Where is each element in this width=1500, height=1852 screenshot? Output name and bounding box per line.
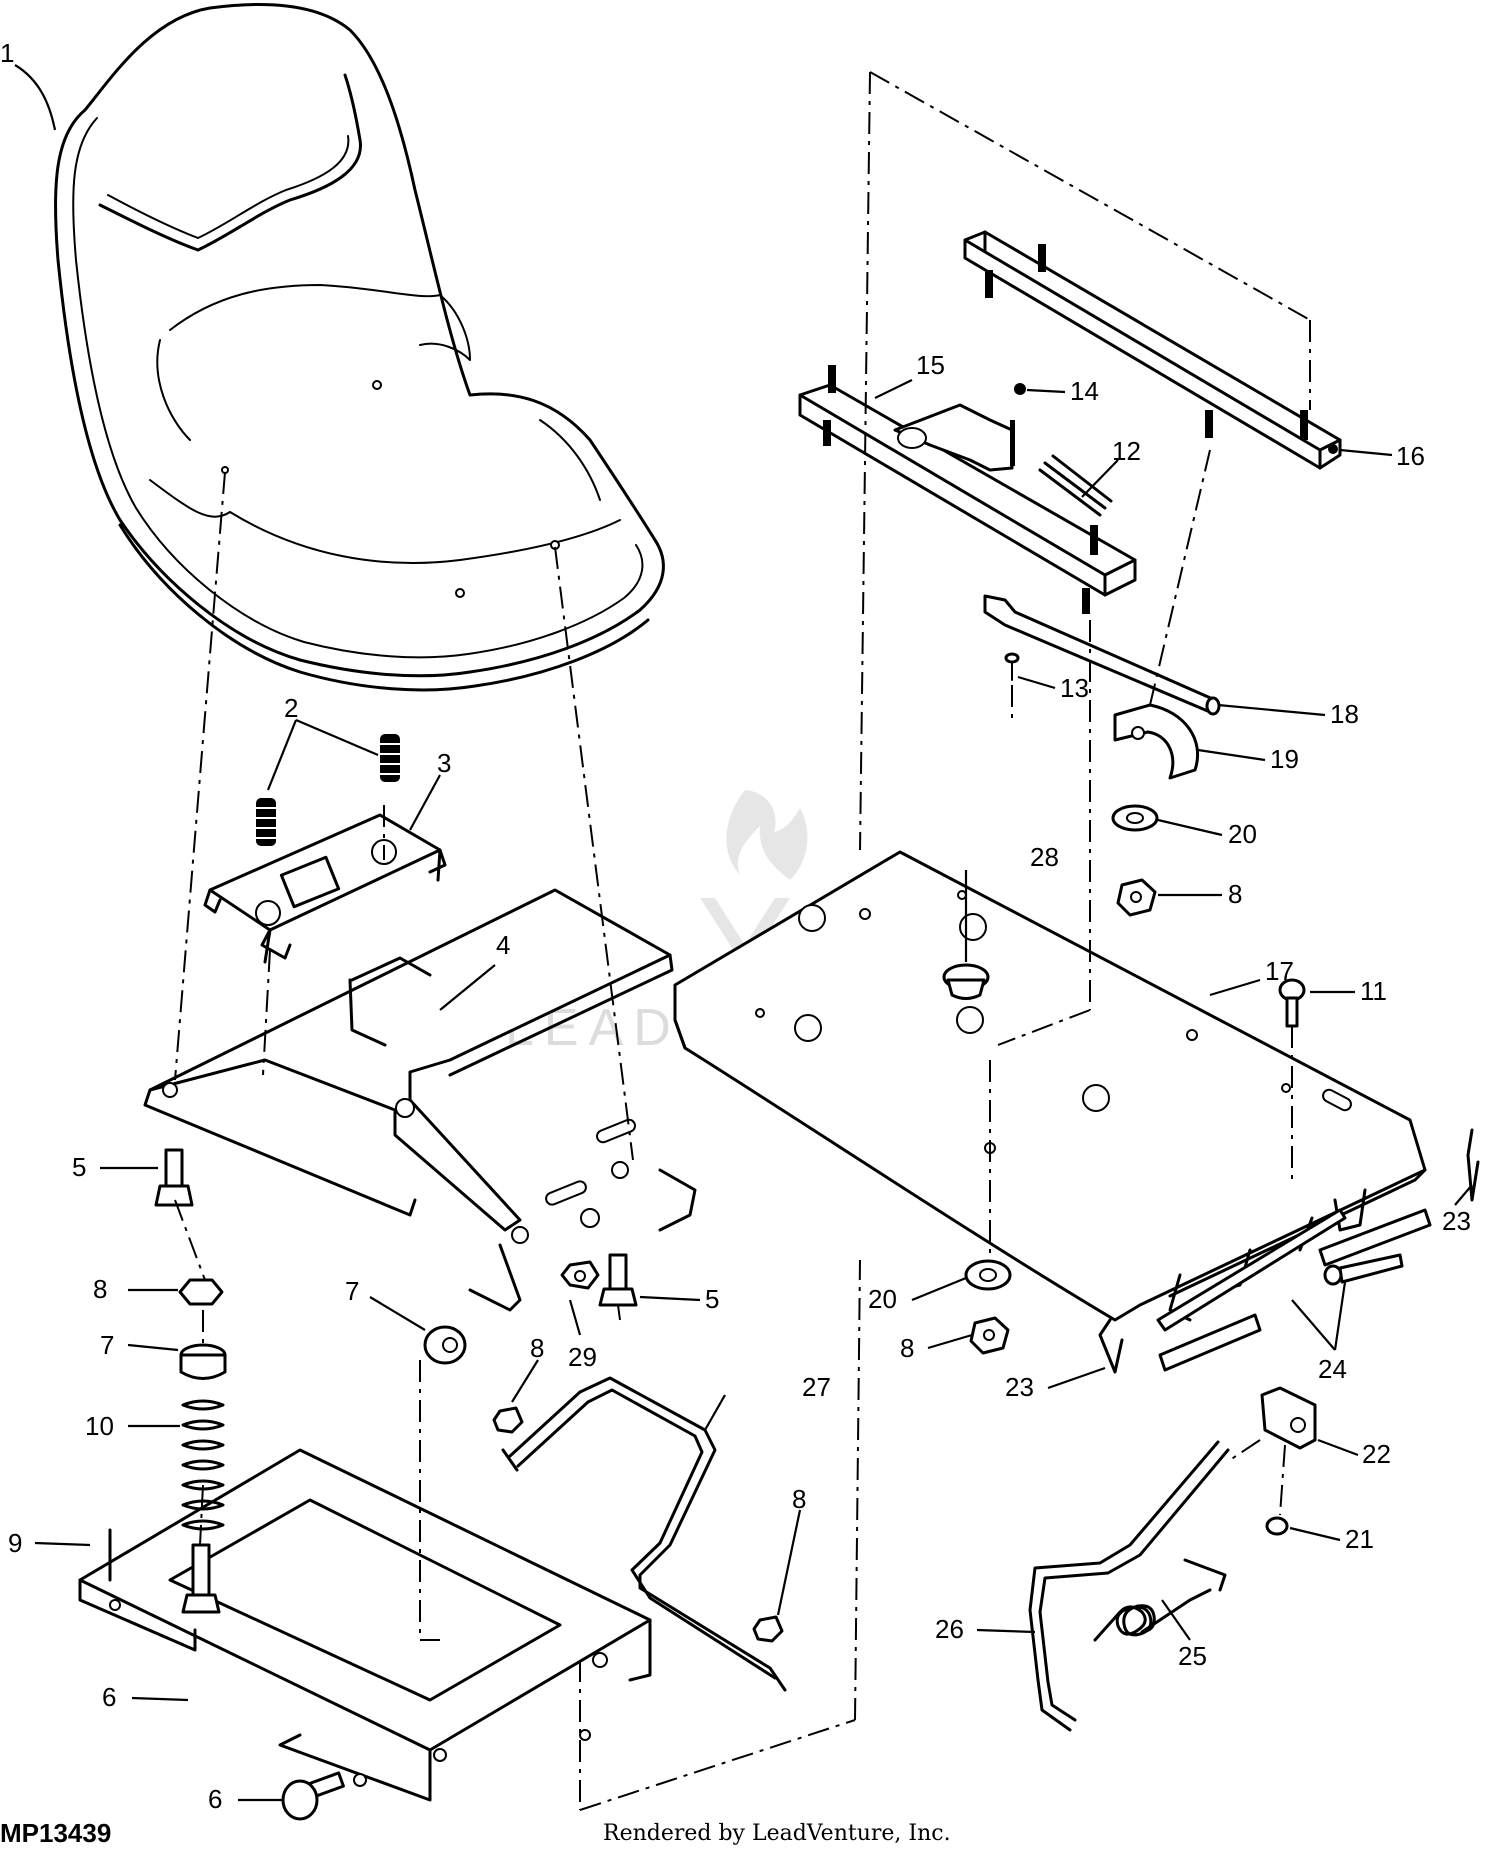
rod-part <box>492 1376 787 1692</box>
screw-part <box>1004 383 1026 681</box>
callout-8-lower: 8 <box>792 1484 806 1514</box>
callout-21: 21 <box>1345 1524 1374 1554</box>
credit-text: Rendered by LeadVenture, Inc. <box>603 1821 951 1846</box>
callout-6-lower: 6 <box>208 1784 222 1814</box>
callout-8-upper-right: 8 <box>1228 879 1242 909</box>
callout-23-lower: 23 <box>1005 1372 1034 1402</box>
clip-part <box>1113 703 1200 780</box>
callout-28: 28 <box>1030 842 1059 872</box>
assembly-lines <box>174 71 1311 1811</box>
callout-labels: 1 2 3 4 5 5 6 6 7 7 8 8 8 8 8 9 10 11 12… <box>0 38 1471 1814</box>
torsion-spring-part <box>1093 1558 1227 1642</box>
callout-5-left: 5 <box>72 1152 86 1182</box>
callout-8-lower-right: 8 <box>900 1333 914 1363</box>
seat-pan-part <box>673 850 1427 1322</box>
spring-part <box>256 734 400 846</box>
callout-7-right: 7 <box>345 1276 359 1306</box>
callout-8-mid: 8 <box>530 1333 544 1363</box>
callout-29: 29 <box>568 1342 597 1372</box>
callout-25: 25 <box>1178 1641 1207 1671</box>
bushing-part <box>178 1278 227 1380</box>
callout-1: 1 <box>0 38 14 68</box>
seat-plate-part <box>143 888 697 1312</box>
nut-part <box>560 1260 600 1290</box>
slide-rail-latch-part <box>798 365 1137 614</box>
callout-18: 18 <box>1330 699 1359 729</box>
callout-23-right: 23 <box>1442 1206 1471 1236</box>
callout-3: 3 <box>437 748 451 778</box>
callout-11: 11 <box>1360 976 1387 1006</box>
callout-8-left: 8 <box>93 1274 107 1304</box>
seat-bracket-part <box>203 813 447 964</box>
callout-24: 24 <box>1318 1354 1347 1384</box>
callout-19: 19 <box>1270 744 1299 774</box>
lever-rod-part <box>1028 1440 1230 1732</box>
callout-12: 12 <box>1112 436 1141 466</box>
hinge-rod-part <box>1156 1208 1432 1372</box>
figure-id: MP13439 <box>0 1818 111 1848</box>
bolt-part <box>154 1148 638 1821</box>
callout-17: 17 <box>1265 956 1294 986</box>
callout-26: 26 <box>935 1614 964 1644</box>
callout-22: 22 <box>1362 1439 1391 1469</box>
callout-20-lower: 20 <box>868 1284 897 1314</box>
callout-4: 4 <box>496 930 510 960</box>
washer-part <box>964 804 1159 1291</box>
seat-part <box>54 3 665 692</box>
slide-rail-part <box>963 230 1342 470</box>
leader-lines <box>14 64 1473 1802</box>
nut-part-right <box>969 878 1157 1355</box>
callout-13: 13 <box>1060 673 1089 703</box>
callout-16: 16 <box>1396 441 1425 471</box>
lever-part <box>983 594 1221 716</box>
callout-7-left: 7 <box>100 1330 114 1360</box>
callout-14: 14 <box>1070 376 1099 406</box>
bushing-part-right <box>423 1325 467 1365</box>
pin-part <box>1098 1128 1480 1374</box>
grommet-part <box>942 963 990 1000</box>
callout-9: 9 <box>8 1528 22 1558</box>
callout-5-right: 5 <box>705 1284 719 1314</box>
mount-bracket-part <box>1260 1386 1317 1536</box>
callout-2: 2 <box>284 693 298 723</box>
callout-27: 27 <box>802 1372 831 1402</box>
coil-spring-part <box>181 1399 225 1531</box>
lower-frame-part <box>78 1448 652 1802</box>
callout-15: 15 <box>916 350 945 380</box>
callout-20-upper: 20 <box>1228 819 1257 849</box>
callout-6-upper: 6 <box>102 1682 116 1712</box>
callout-10: 10 <box>85 1411 114 1441</box>
carriage-bolt-part <box>1278 978 1306 1028</box>
